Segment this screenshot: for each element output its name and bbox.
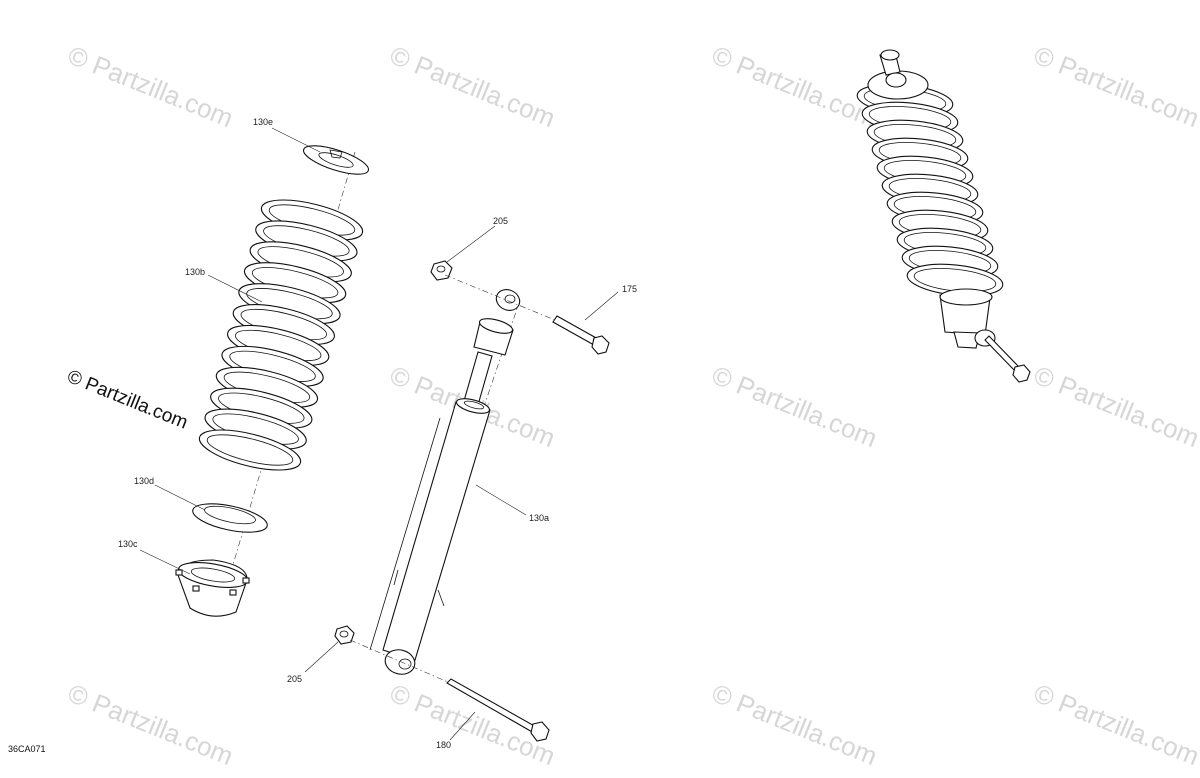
- callout-130d: 130d: [134, 476, 154, 486]
- watermark: © Partzilla.com: [1030, 360, 1200, 453]
- assembled-shock-coil-spring: [856, 83, 1004, 297]
- diagram-id-label: 36CA071: [8, 744, 46, 754]
- watermark: © Partzilla.com: [1030, 40, 1200, 133]
- part-130c-adjuster-collar: [175, 559, 250, 617]
- callout-leaders: [139, 127, 619, 741]
- callout-175: 175: [622, 284, 637, 294]
- watermark: © Partzilla.com: [708, 40, 882, 133]
- callout-130c: 130c: [118, 539, 138, 549]
- watermark: © Partzilla.com: [64, 678, 238, 771]
- callout-205-top: 205: [493, 216, 508, 226]
- spring-coil-inner: [206, 434, 294, 466]
- part-130b-coil-spring: [198, 199, 364, 471]
- callout-130b: 130b: [185, 267, 205, 277]
- part-130d-seat-washer: [192, 503, 268, 533]
- part-130a-shock-absorber: [369, 289, 521, 675]
- upper-bolt-axis-line: [444, 274, 556, 321]
- assembled-shock-hardware: [867, 49, 1031, 383]
- watermark: © Partzilla.com: [708, 678, 882, 771]
- callout-180: 180: [436, 740, 451, 750]
- watermark: © Partzilla.com: [1030, 678, 1200, 771]
- watermark: © Partzilla.com: [64, 40, 238, 133]
- lower-bolt-axis-line: [349, 639, 449, 683]
- part-130e-retainer-clip: [302, 145, 370, 175]
- spring-coil: [198, 429, 302, 471]
- watermark-strong: © Partzilla.com: [64, 366, 191, 433]
- part-180-lower-bolt: [446, 678, 550, 742]
- part-205-nut-top: [430, 260, 453, 281]
- callout-205-bottom: 205: [287, 674, 302, 684]
- watermark: © Partzilla.com: [386, 40, 560, 133]
- part-175-upper-bolt: [552, 315, 610, 355]
- watermark: © Partzilla.com: [708, 360, 882, 453]
- callout-130e: 130e: [253, 117, 273, 127]
- part-205-nut-bottom: [334, 625, 355, 645]
- callout-130a: 130a: [529, 513, 549, 523]
